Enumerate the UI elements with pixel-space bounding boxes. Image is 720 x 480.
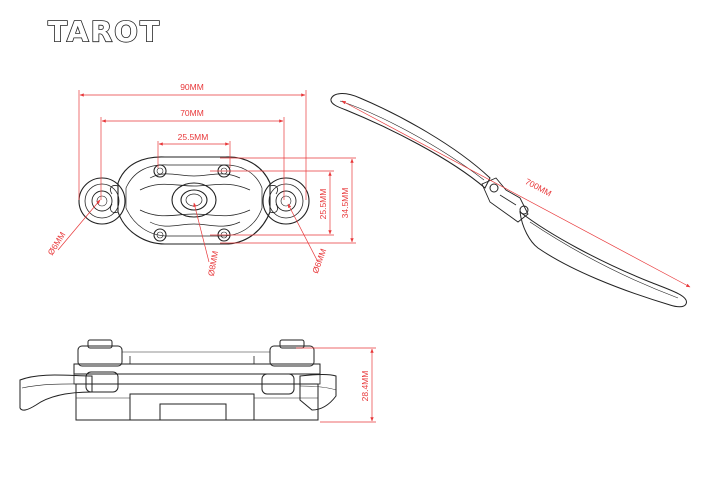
dim-inner-height: 25.5MM xyxy=(318,189,328,220)
dim-center-span: 25.5MM xyxy=(178,132,209,142)
clamp-side-view xyxy=(19,339,337,421)
dim-left-hole-diameter: Ø6MM xyxy=(45,230,67,257)
dim-side-height: 28.4MM xyxy=(360,371,370,402)
clamp-dimension-lines xyxy=(57,90,356,263)
dim-overall-width: 90MM xyxy=(180,82,204,92)
clamp-top-view xyxy=(78,156,310,245)
dim-outer-height: 34.5MM xyxy=(340,188,350,219)
dim-prop-length: 700MM xyxy=(524,176,554,198)
dim-center-hole-diameter: Ø8MM xyxy=(206,250,220,277)
folding-propeller xyxy=(330,93,687,308)
prop-dimension-line xyxy=(341,100,691,288)
dim-hole-span: 70MM xyxy=(180,108,204,118)
side-dimension-lines xyxy=(296,347,376,423)
brand-logo: TAROT xyxy=(48,15,161,48)
